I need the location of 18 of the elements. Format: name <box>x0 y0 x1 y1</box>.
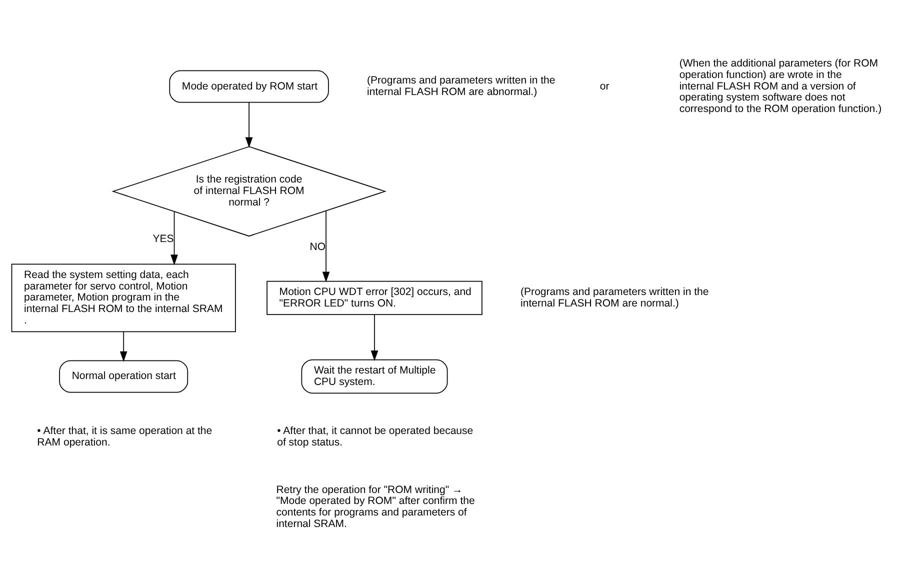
label: or <box>600 80 610 92</box>
node-label: Retry the operation for "ROM writing" → "Mode operated by ROM" after confirm the contents for programs and parameters of internal SRAM. <box>276 484 475 530</box>
edge-label: NO <box>310 240 326 253</box>
arrow <box>322 210 330 282</box>
node-box: Mode operated by ROM start <box>169 70 329 103</box>
arrow <box>120 332 128 362</box>
arrow <box>170 211 178 266</box>
node-box: Wait the restart of Multiple CPU system. <box>301 359 448 394</box>
label: (Programs and parameters written in the internal FLASH ROM are abnormal.) <box>367 74 556 98</box>
arrow <box>370 314 378 362</box>
label: (Programs and parameters written in the internal FLASH ROM are normal.) <box>520 286 709 310</box>
node-box: Read the system setting data, each parameter for servo control, Motion parameter, Motion program in the internal FLASH ROM to the internal SRAM . <box>11 264 236 332</box>
label: (When the additional parameters (for ROM operation function) are wrote in the internal FLASH ROM and a version of operating system software does not correspond to the ROM operation function.) <box>679 57 882 116</box>
node-box: Motion CPU WDT error [302] occurs, and "ERROR LED" turns ON. <box>266 280 482 316</box>
node-label: • After that, it is same operation at the RAM operation. <box>37 425 212 448</box>
node-box: Normal operation start <box>59 360 188 393</box>
arrow <box>245 102 253 148</box>
node-label: • After that, it cannot be operated because of stop status. <box>277 425 474 448</box>
